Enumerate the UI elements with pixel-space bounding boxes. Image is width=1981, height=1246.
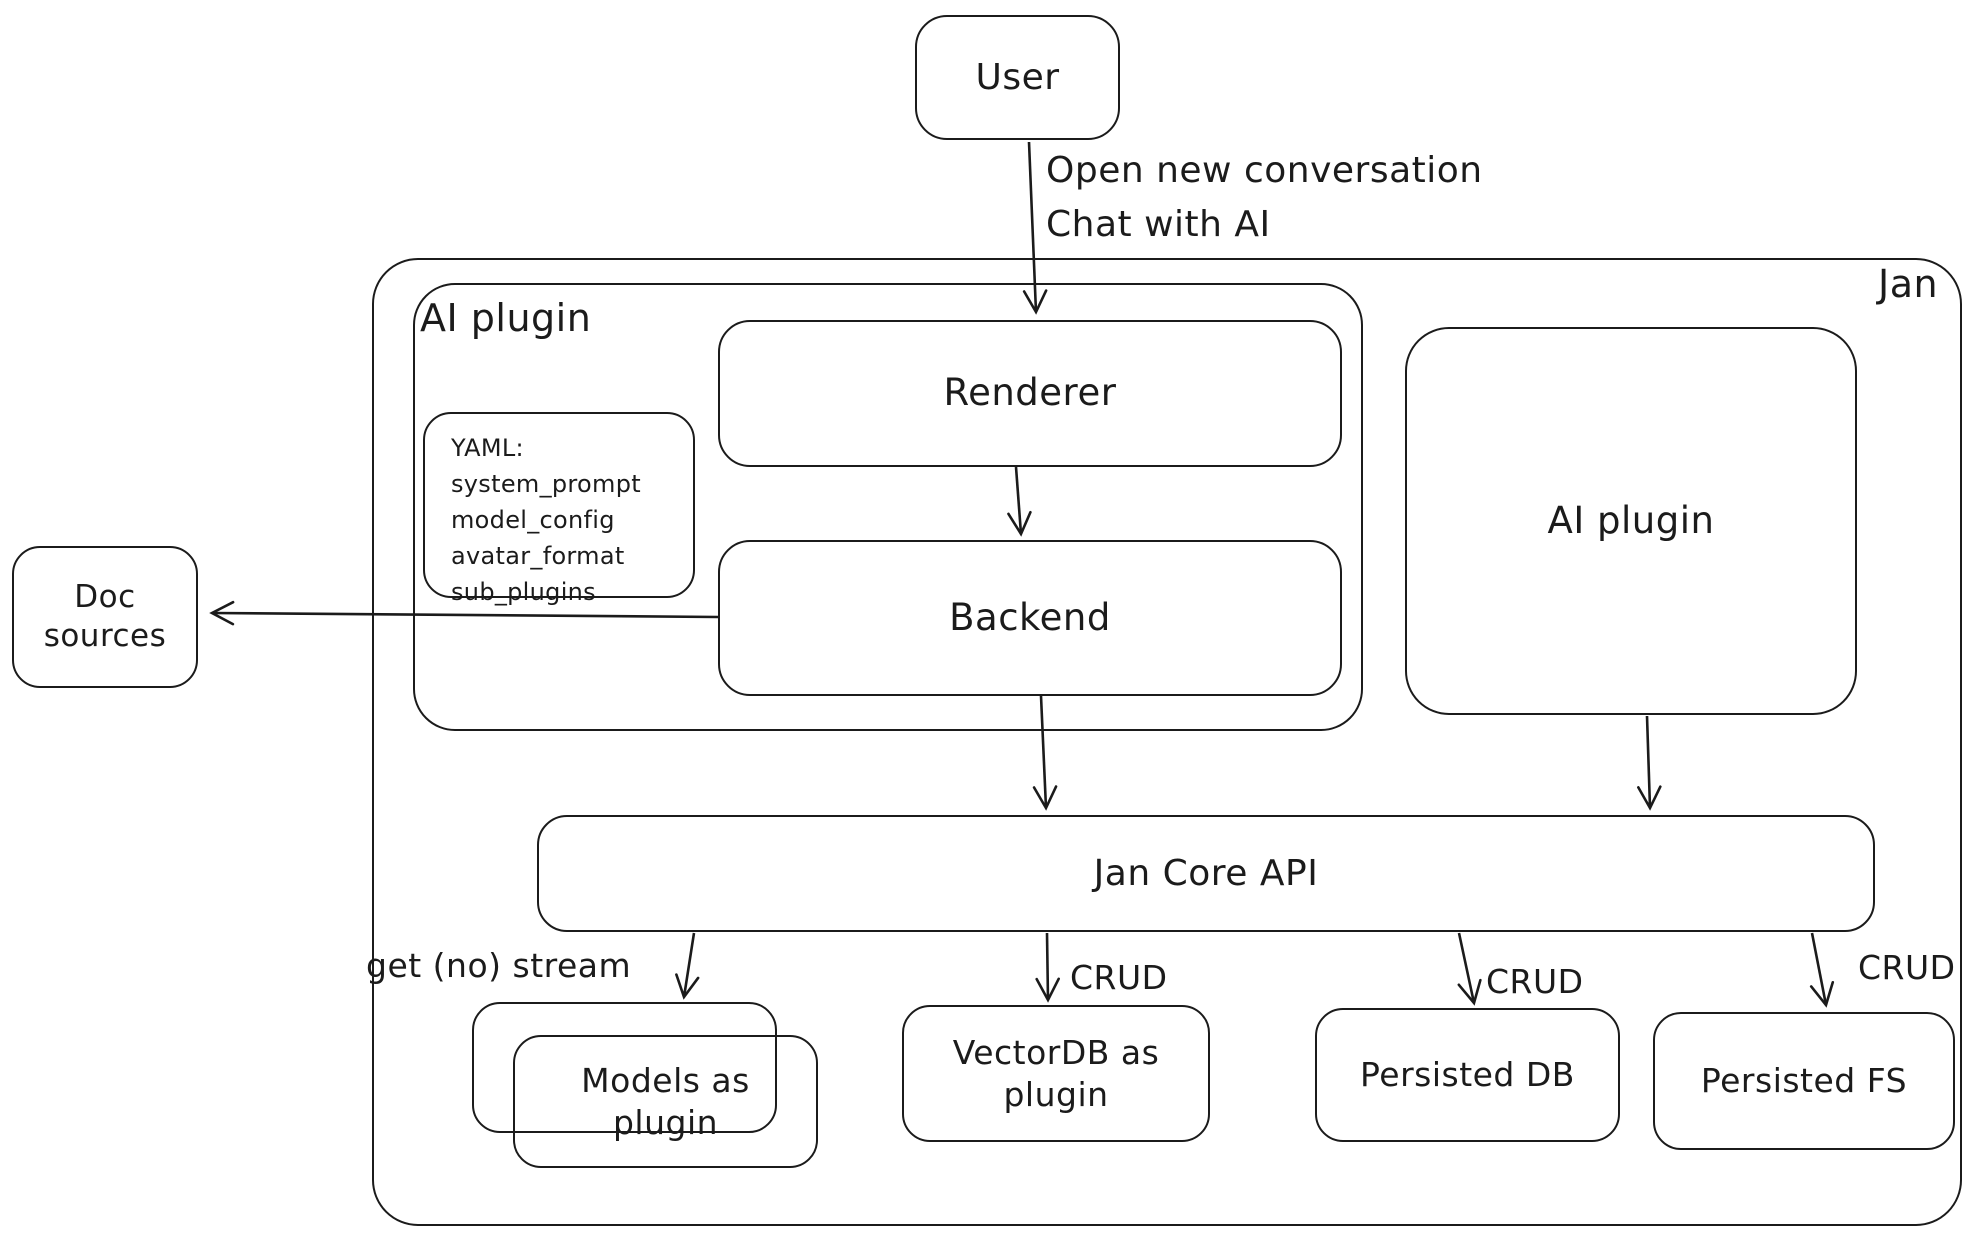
yaml-note-line: model_config (451, 506, 615, 534)
node-doc-sources: Doc sources (12, 546, 198, 688)
jan-container-box (372, 258, 1962, 1226)
node-persisted-fs-label: Persisted FS (1700, 1061, 1908, 1101)
node-renderer: Renderer (718, 320, 1342, 467)
edge-label-crud-vectordb: CRUD (1070, 958, 1168, 997)
edge-label-chat-with-ai: Chat with AI (1046, 204, 1271, 245)
node-user-label: User (975, 57, 1060, 98)
node-persisted-db-label: Persisted DB (1360, 1055, 1575, 1095)
edge-label-crud-persisted-db: CRUD (1486, 962, 1584, 1001)
node-persisted-fs: Persisted FS (1653, 1012, 1955, 1150)
node-backend-label: Backend (949, 595, 1111, 639)
node-vectordb-plugin: VectorDB as plugin (902, 1005, 1210, 1142)
node-ai-plugin: AI plugin (1405, 327, 1857, 715)
node-models-plugin-label: Models as plugin (581, 1061, 750, 1142)
edge-label-open-conversation: Open new conversation (1046, 150, 1483, 191)
node-backend: Backend (718, 540, 1342, 696)
edge-label-get-no-stream: get (no) stream (366, 946, 632, 985)
node-jan-core-api-label: Jan Core API (1093, 853, 1319, 894)
jan-container-label: Jan (1878, 262, 1939, 306)
yaml-note: YAML: system_prompt model_config avatar_… (423, 412, 695, 606)
ai-plugin-group-box (413, 283, 1363, 731)
node-models-plugin-back (472, 1002, 777, 1133)
yaml-note-line: system_prompt (451, 470, 641, 498)
node-user: User (915, 15, 1120, 140)
node-renderer-label: Renderer (943, 371, 1117, 415)
edge-label-crud-persisted-fs: CRUD (1858, 948, 1956, 987)
node-persisted-db: Persisted DB (1315, 1008, 1620, 1142)
node-doc-sources-label: Doc sources (43, 579, 167, 654)
yaml-note-line: YAML: (451, 434, 524, 462)
node-jan-core-api: Jan Core API (537, 815, 1875, 932)
yaml-note-line: sub_plugins (451, 578, 596, 606)
node-ai-plugin-label: AI plugin (1547, 498, 1715, 542)
node-vectordb-plugin-label: VectorDB as plugin (952, 1033, 1160, 1114)
ai-plugin-group-label: AI plugin (420, 296, 592, 340)
node-models-plugin: Models as plugin (513, 1035, 818, 1168)
yaml-note-line: avatar_format (451, 542, 625, 570)
